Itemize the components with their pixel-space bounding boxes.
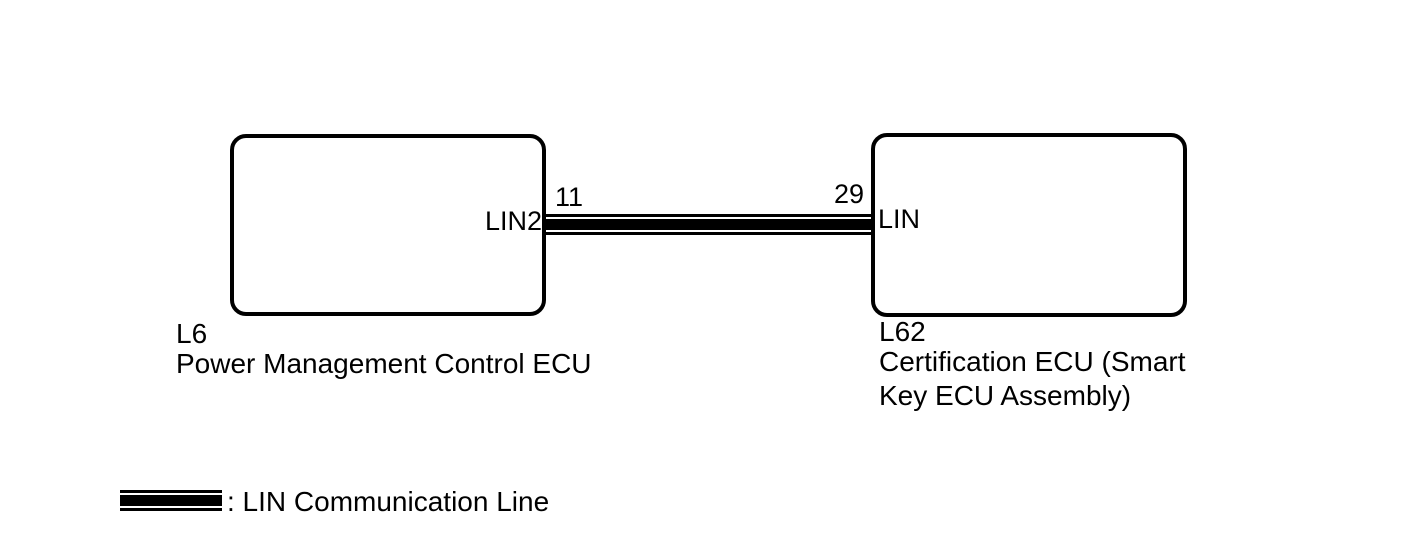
pin-number-right: 29 — [833, 179, 864, 209]
pin-label-lin: LIN — [878, 204, 921, 234]
ecu-box-power-management — [230, 134, 546, 316]
component-name: Power Management Control ECU — [176, 348, 592, 379]
caption-certification-ecu: L62 Certification ECU (Smart Key ECU Ass… — [879, 316, 1199, 413]
component-name: Certification ECU (Smart Key ECU Assembl… — [879, 346, 1186, 411]
ecu-box-certification — [871, 133, 1187, 317]
pin-number-left: 11 — [555, 182, 584, 212]
caption-power-management-ecu: L6 Power Management Control ECU — [176, 318, 656, 381]
lin-communication-line — [546, 214, 871, 235]
legend-lin-line-swatch — [120, 490, 222, 511]
component-code: L62 — [879, 316, 926, 347]
pin-label-lin2: LIN2 — [484, 206, 542, 236]
component-code: L6 — [176, 318, 208, 349]
legend-label: : LIN Communication Line — [227, 486, 550, 517]
